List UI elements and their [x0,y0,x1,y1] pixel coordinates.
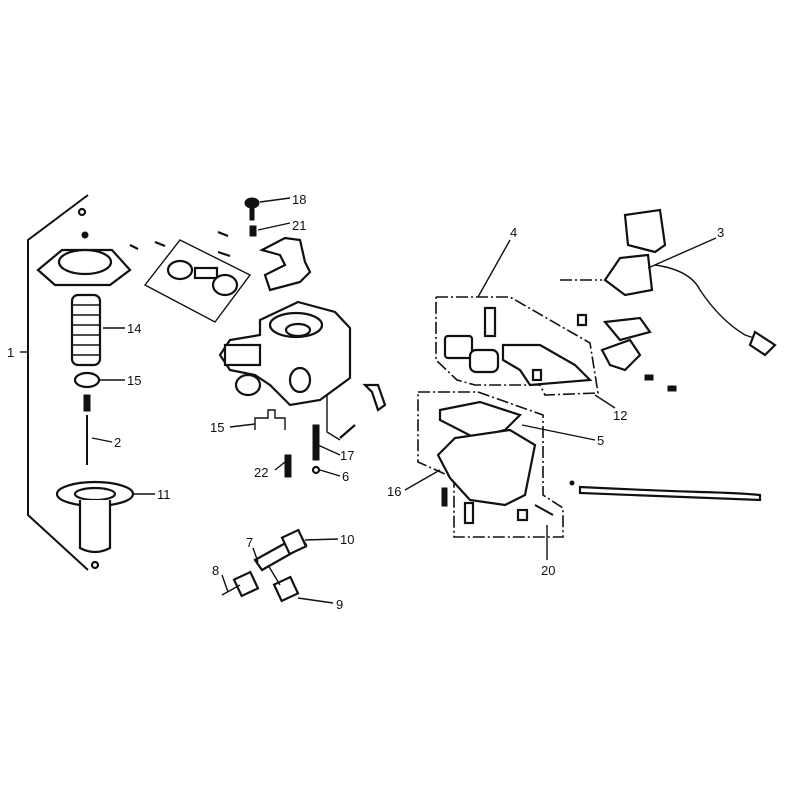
group-16-float-bowl [417,391,564,538]
label-5: 5 [597,433,604,448]
label-21: 21 [292,218,306,233]
bracket-assembly [129,230,252,323]
leader-lines [91,197,717,604]
piston-diaphragm-11 [55,480,135,570]
carburetor-body [218,300,387,441]
washer-21 [249,225,257,237]
label-12: 12 [613,408,627,423]
label-8: 8 [212,563,219,578]
label-20: 20 [541,563,555,578]
label-14: 14 [127,321,141,336]
group-4-kit [435,296,599,396]
label-6: 6 [342,469,349,484]
spring-seat-15 [73,371,101,389]
hose-15 [229,409,286,430]
label-7: 7 [246,535,253,550]
fuel-hose [578,485,762,502]
label-16: 16 [387,484,401,499]
diaphragm-cover [36,207,132,287]
label-15-spring-seat: 15 [127,373,141,388]
label-22: 22 [254,465,268,480]
label-9: 9 [336,597,343,612]
label-3: 3 [717,225,724,240]
jets-17-22-6 [284,424,321,478]
group-1-bracket [20,194,89,571]
label-4: 4 [510,225,517,240]
label-15-hose: 15 [210,420,224,435]
throttle-lever [259,236,312,292]
spring-14 [70,293,102,367]
needle-2 [83,394,91,465]
label-2: 2 [114,435,121,450]
fitting-7-10 [221,528,308,603]
label-10: 10 [340,532,354,547]
label-11: 11 [157,487,171,502]
label-18: 18 [292,192,306,207]
label-1: 1 [7,345,14,360]
label-17: 17 [340,448,354,463]
auto-choke-3 [560,208,777,392]
screw-18 [244,197,260,221]
